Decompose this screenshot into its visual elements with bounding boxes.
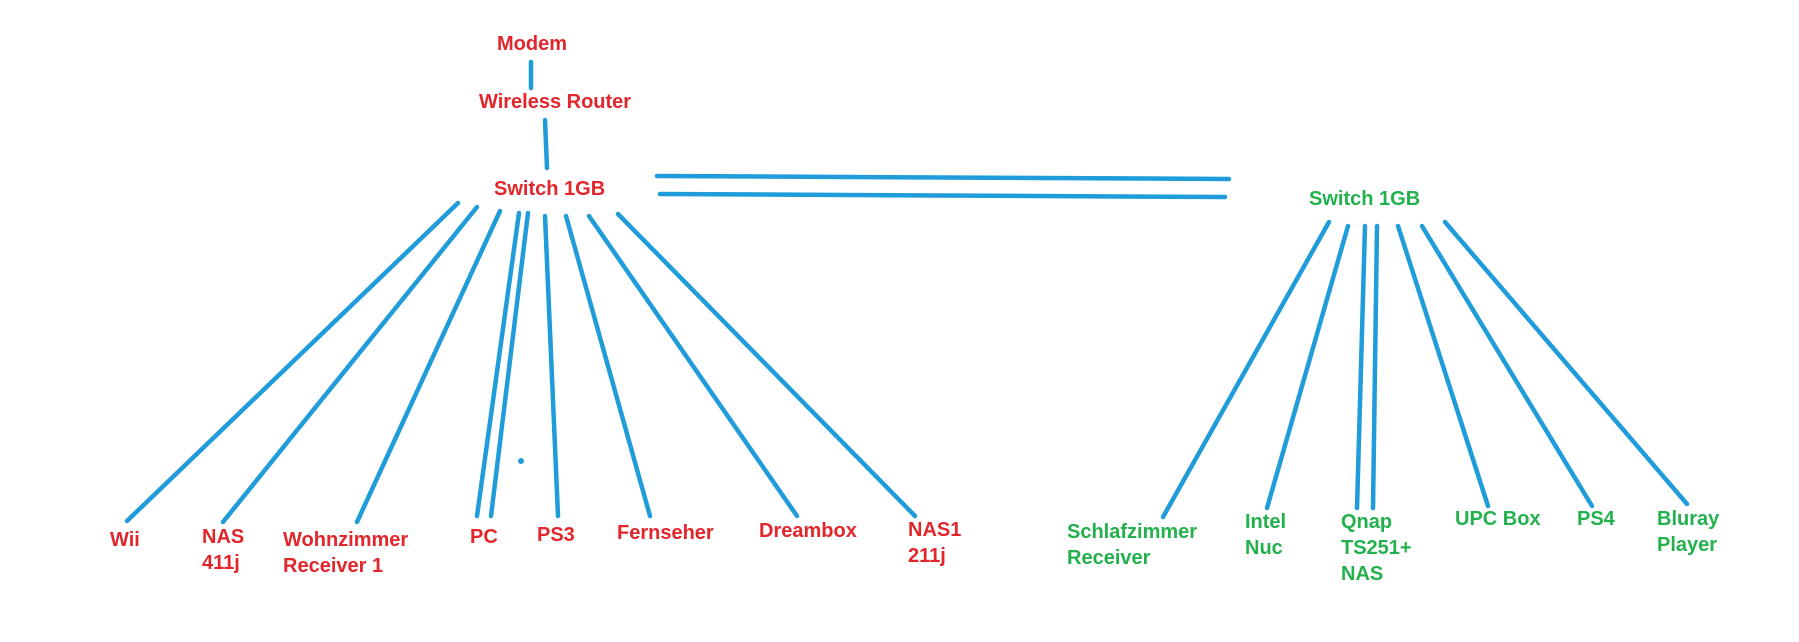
edge-switch-right-qnap-2 bbox=[1370, 223, 1380, 511]
node-switch-left-label: Switch 1GB bbox=[494, 178, 606, 200]
node-modem-label: Modem bbox=[497, 33, 567, 55]
edge-switch-right-bluray-player bbox=[1442, 219, 1690, 507]
edge-switch-left-pc-2 bbox=[488, 210, 531, 519]
stray-dot bbox=[518, 458, 524, 464]
edge-switch-left-fernseher bbox=[563, 213, 653, 519]
device-ps3-label: PS3 bbox=[537, 524, 575, 546]
edge-switch-left-ps3 bbox=[542, 213, 561, 519]
edge-switch-right-schlafzimmer-receiver bbox=[1160, 219, 1332, 520]
edge-switch-right-qnap-1 bbox=[1354, 223, 1368, 511]
device-bluray-player-label: Bluray Player bbox=[1657, 508, 1720, 556]
device-dreambox-label: Dreambox bbox=[759, 520, 857, 542]
edge-switch-left-wohnzimmer-receiver-1 bbox=[354, 208, 503, 525]
edge-switch-left-nas1-211j bbox=[615, 211, 918, 519]
device-upc-box-label: UPC Box bbox=[1455, 508, 1541, 530]
device-wohnzimmer-receiver-1-label: Wohnzimmer Receiver 1 bbox=[283, 529, 409, 577]
edge-switch-left-switch-right-1 bbox=[654, 173, 1232, 182]
edge-switch-left-switch-right-2 bbox=[657, 191, 1228, 200]
node-wireless-router-label: Wireless Router bbox=[479, 91, 632, 113]
device-qnap-ts251-nas-label: Qnap TS251+ NAS bbox=[1341, 511, 1412, 585]
edge-switch-right-upc-box bbox=[1395, 223, 1491, 509]
device-wii-label: Wii bbox=[110, 529, 140, 551]
device-ps4-label: PS4 bbox=[1577, 508, 1615, 530]
edge-switch-right-intel-nuc bbox=[1264, 223, 1351, 511]
edge-switch-left-nas-411j bbox=[220, 204, 480, 525]
edge-switch-left-wii bbox=[124, 200, 461, 524]
edge-switch-left-pc-1 bbox=[474, 210, 522, 519]
edge-wireless-router-switch-left bbox=[542, 117, 550, 171]
device-nas1-211j-label: NAS1 211j bbox=[908, 519, 962, 567]
edge-switch-left-dreambox bbox=[586, 213, 800, 519]
device-schlafzimmer-receiver-label: Schlafzimmer Receiver bbox=[1067, 521, 1198, 569]
device-pc-label: PC bbox=[470, 526, 498, 548]
node-switch-right-label: Switch 1GB bbox=[1309, 188, 1421, 210]
device-intel-nuc-label: Intel Nuc bbox=[1245, 511, 1287, 559]
edge-switch-right-ps4 bbox=[1419, 223, 1595, 509]
device-fernseher-label: Fernseher bbox=[617, 522, 714, 544]
device-nas-411j-label: NAS 411j bbox=[202, 526, 245, 574]
